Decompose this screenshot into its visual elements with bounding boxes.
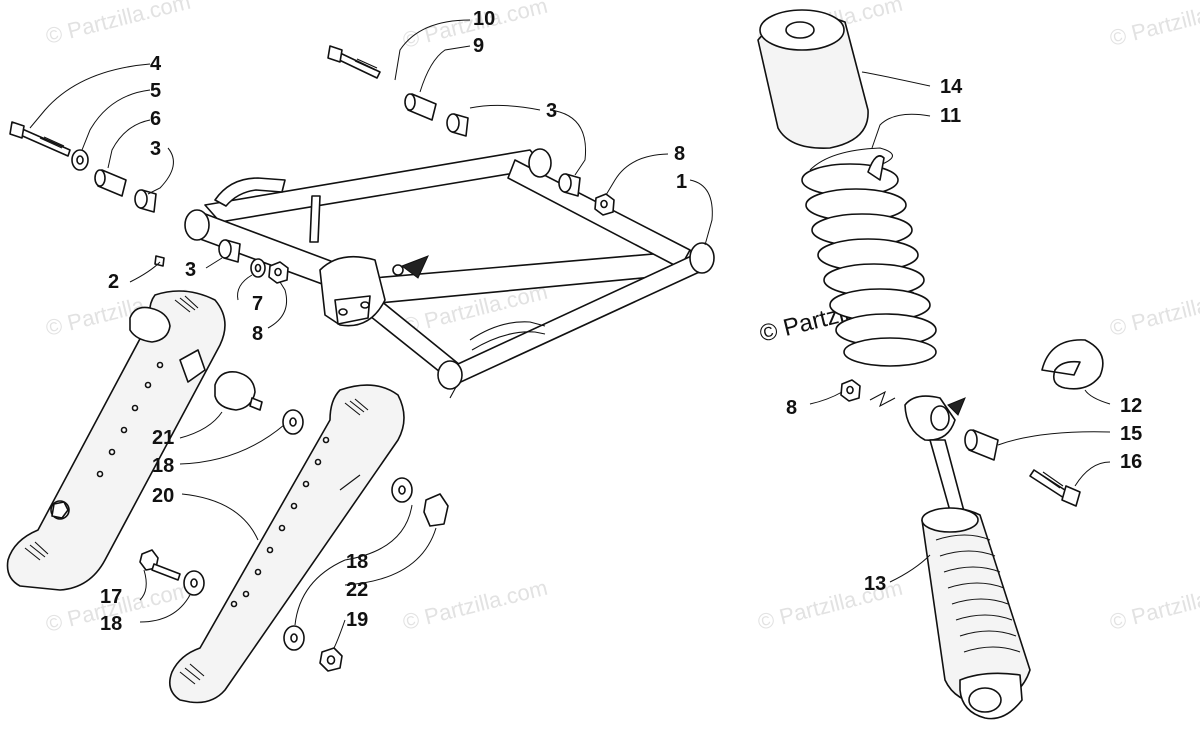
callout-17: 17 (100, 586, 122, 608)
callout-5: 5 (150, 80, 161, 102)
callout-15: 15 (1120, 423, 1142, 445)
callout-18: 18 (152, 455, 174, 477)
watermark: © Partzilla.com (1107, 281, 1200, 341)
callout-18: 18 (100, 613, 122, 635)
callout-numbers: 10 9 3 8 1 4 5 6 3 2 3 7 8 21 18 20 17 1… (100, 8, 1142, 635)
callout-8: 8 (786, 397, 797, 419)
upper-hardware (327, 45, 615, 216)
callout-18: 18 (346, 551, 368, 573)
watermark: © Partzilla.com (1107, 0, 1200, 51)
spring (801, 147, 937, 367)
callout-3: 3 (546, 100, 557, 122)
callout-13: 13 (864, 573, 886, 595)
callout-14: 14 (940, 76, 963, 98)
callout-3: 3 (150, 138, 161, 160)
callout-12: 12 (1120, 395, 1142, 417)
callout-22: 22 (346, 579, 368, 601)
watermark: © Partzilla.com (400, 575, 550, 635)
callout-11: 11 (940, 105, 961, 127)
callout-2: 2 (108, 271, 119, 293)
callout-20: 20 (152, 485, 174, 507)
callout-8: 8 (252, 323, 263, 345)
callout-4: 4 (150, 53, 162, 75)
callout-1: 1 (676, 171, 687, 193)
callout-21: 21 (152, 427, 174, 449)
shock-absorber (757, 9, 1104, 720)
limiter-straps (6, 290, 449, 704)
callout-8: 8 (674, 143, 685, 165)
callout-19: 19 (346, 609, 368, 631)
leader-lines (29, 19, 1111, 649)
callout-10: 10 (473, 8, 495, 30)
callout-16: 16 (1120, 451, 1142, 473)
watermark: © Partzilla.com (1107, 575, 1200, 635)
watermark: © Partzilla.com (43, 0, 193, 49)
callout-7: 7 (252, 293, 263, 315)
callout-6: 6 (150, 108, 161, 130)
callout-3: 3 (185, 259, 196, 281)
callout-9: 9 (473, 35, 484, 57)
a-arm (184, 148, 715, 399)
